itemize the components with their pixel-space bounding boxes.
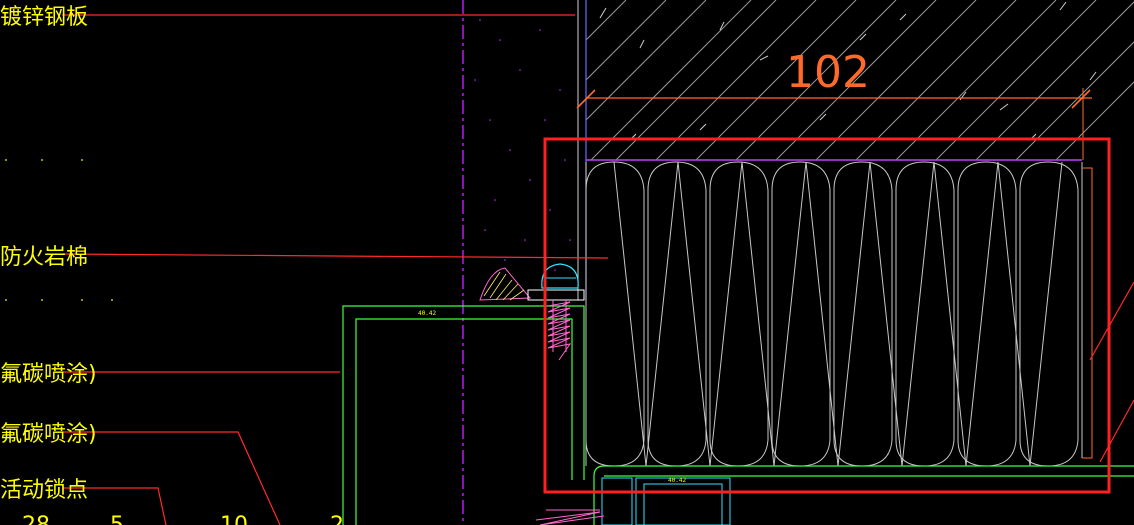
dimension-value: 102 — [786, 47, 870, 98]
screw — [547, 300, 572, 361]
dot-markers — [5, 159, 113, 301]
speckle-fill — [474, 19, 571, 271]
highlight-box — [543, 137, 1111, 494]
lower-profile — [601, 477, 731, 525]
label-bottom-1: 28 — [22, 513, 50, 525]
label-fire-rockwool: 防火岩棉 — [0, 245, 88, 270]
label-fluorocarbon-coating-2: 氟碳喷涂) — [0, 422, 97, 447]
label-bottom-4: 2 — [330, 513, 344, 525]
aluminium-frame — [342, 305, 1134, 525]
label-galvanized-steel-sheet: 镀锌钢板 — [0, 5, 88, 30]
leader-lines — [61, 14, 1134, 525]
frame-dim-label: 40.42 — [418, 310, 436, 317]
profile-dim-label: 40.42 — [668, 477, 686, 484]
label-bottom-3: 10 — [220, 513, 248, 525]
dimension-102: 102 — [576, 47, 1092, 160]
label-movable-lock-point: 活动锁点 — [0, 478, 88, 503]
right-bracket — [1082, 167, 1093, 459]
rockwool-batting — [585, 161, 1083, 467]
label-bottom-2: 5 — [110, 513, 124, 525]
rivet-assembly — [479, 263, 585, 301]
lower-screw — [535, 509, 605, 525]
label-fluorocarbon-coating-1: 氟碳喷涂) — [0, 362, 97, 387]
